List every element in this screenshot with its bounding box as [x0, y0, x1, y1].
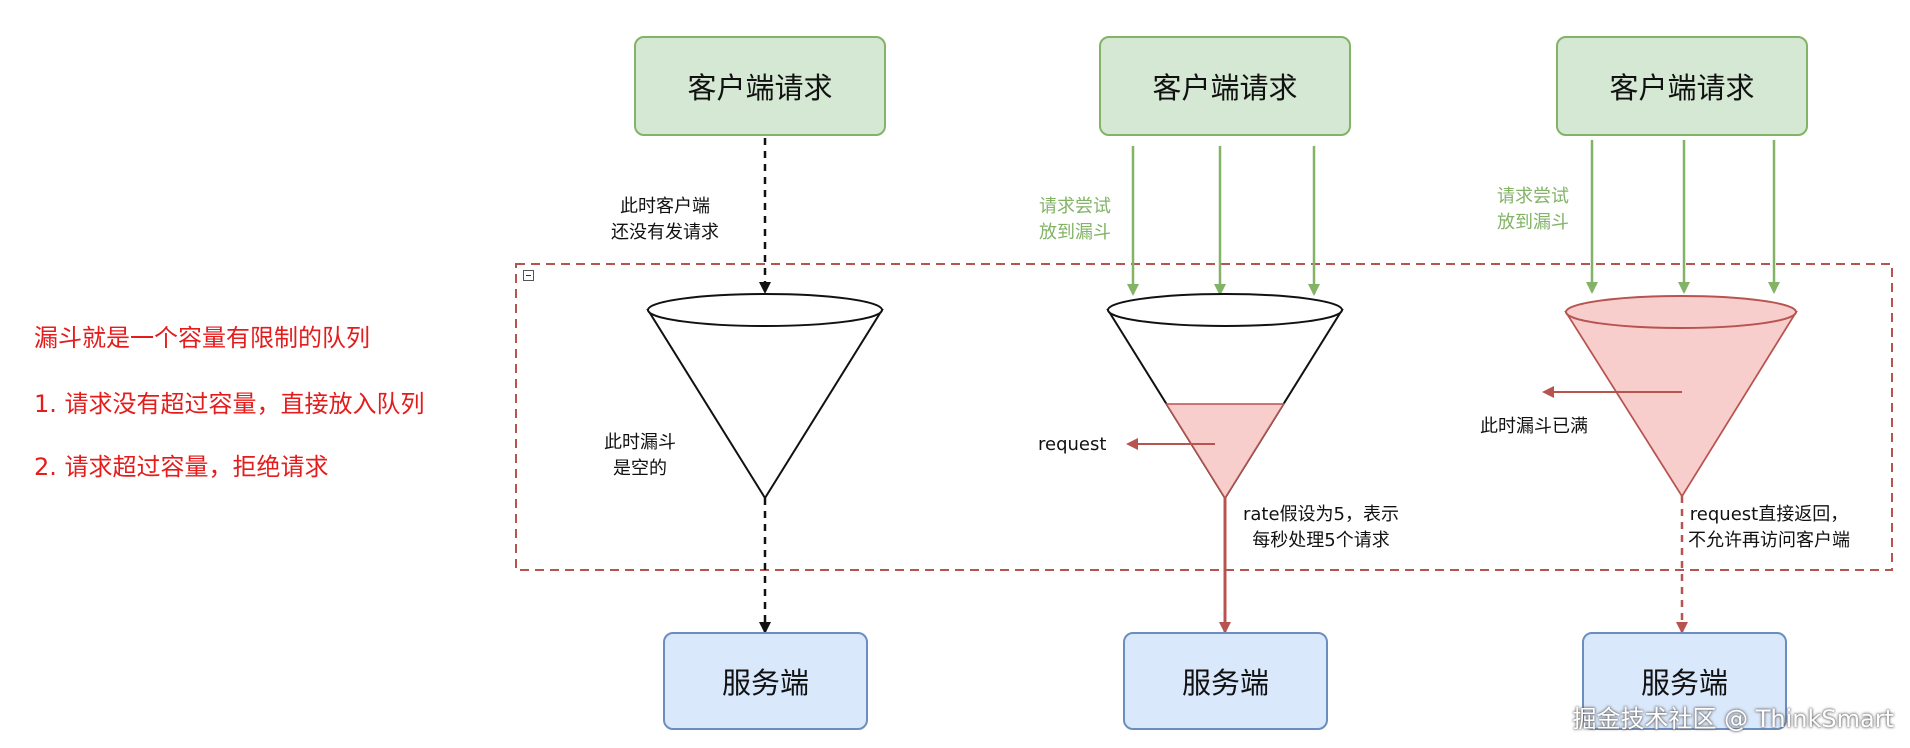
- funnel-container[interactable]: [515, 263, 1893, 571]
- try-funnel-label-2: 请求尝试 放到漏斗: [1039, 196, 1111, 243]
- funnel-rim-3: [1565, 295, 1797, 329]
- funnel-fill-3: [1564, 311, 1798, 498]
- funnel-rim-2: [1107, 293, 1343, 327]
- watermark: 掘金技术社区 @ ThinkSmart: [1572, 705, 1894, 733]
- empty-funnel-label: 此时漏斗 是空的: [604, 432, 676, 479]
- note-line-2: 1. 请求没有超过容量，直接放入队列: [34, 390, 425, 418]
- column-1: [646, 138, 884, 634]
- no-request-label: 此时客户端 还没有发请求: [611, 196, 719, 243]
- column-3: [1542, 140, 1798, 634]
- reject-label: request直接返回， 不允许再访问客户端: [1688, 504, 1850, 551]
- rate-label: rate假设为5，表示 每秒处理5个请求: [1243, 504, 1400, 551]
- client-request-box-2[interactable]: 客户端请求: [1099, 36, 1351, 136]
- note-line-3: 2. 请求超过容量，拒绝请求: [34, 453, 329, 481]
- server-box-1[interactable]: 服务端: [663, 632, 868, 730]
- column-2: [1106, 146, 1344, 634]
- server-box-3[interactable]: 服务端: [1582, 632, 1787, 730]
- server-box-2[interactable]: 服务端: [1123, 632, 1328, 730]
- collapse-toggle-icon[interactable]: [523, 270, 534, 281]
- note-line-1: 漏斗就是一个容量有限制的队列: [34, 324, 370, 352]
- client-request-box-3[interactable]: 客户端请求: [1556, 36, 1808, 136]
- request-label: request: [1038, 434, 1107, 455]
- client-request-box-1[interactable]: 客户端请求: [634, 36, 886, 136]
- funnel-full-label: 此时漏斗已满: [1480, 416, 1588, 437]
- funnel-fill-2: [1165, 403, 1285, 500]
- funnel-rim-1: [647, 293, 883, 327]
- try-funnel-label-3: 请求尝试 放到漏斗: [1497, 186, 1569, 233]
